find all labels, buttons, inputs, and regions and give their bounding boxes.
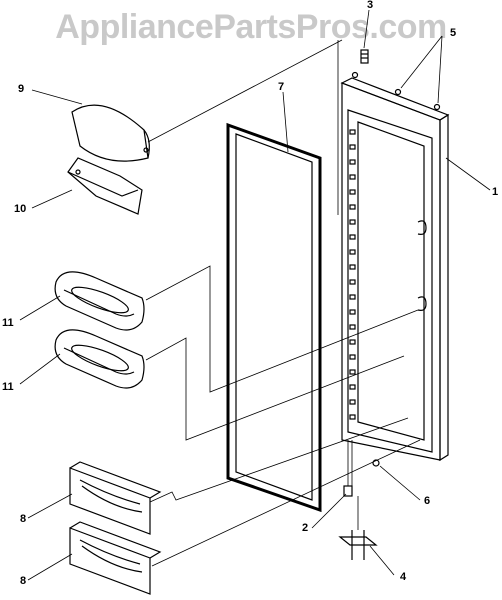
callout-leaders [19,9,491,581]
lower-door-shelf-lower [69,521,162,595]
callout-8-upper: 8 [20,513,26,525]
lower-door-shelf-upper [69,461,162,535]
door-rail-dimples [349,129,356,420]
dairy-compartment-door [71,104,150,162]
callout-8-lower: 8 [20,575,26,587]
dairy-bin [67,157,143,215]
callout-10: 10 [14,203,26,215]
door-gasket [226,122,322,513]
callout-2: 2 [302,522,308,534]
callout-1: 1 [492,186,498,198]
callout-7: 7 [278,81,284,93]
callout-5: 5 [450,27,456,39]
watermark-text: AppliancePartsPros.com [55,8,447,46]
callout-4: 4 [400,571,407,583]
callout-9: 9 [18,83,24,95]
callout-3: 3 [367,0,373,11]
callout-labels: 3 5 1 7 9 10 11 11 8 8 2 6 4 [2,0,498,587]
door-bin-lower [54,329,145,389]
door-bin-upper [54,271,145,331]
refrigerator-door [338,49,450,560]
assembly-lines [145,39,421,567]
callout-6: 6 [424,495,430,507]
callout-11-upper: 11 [2,317,14,329]
callout-11-lower: 11 [2,381,14,393]
